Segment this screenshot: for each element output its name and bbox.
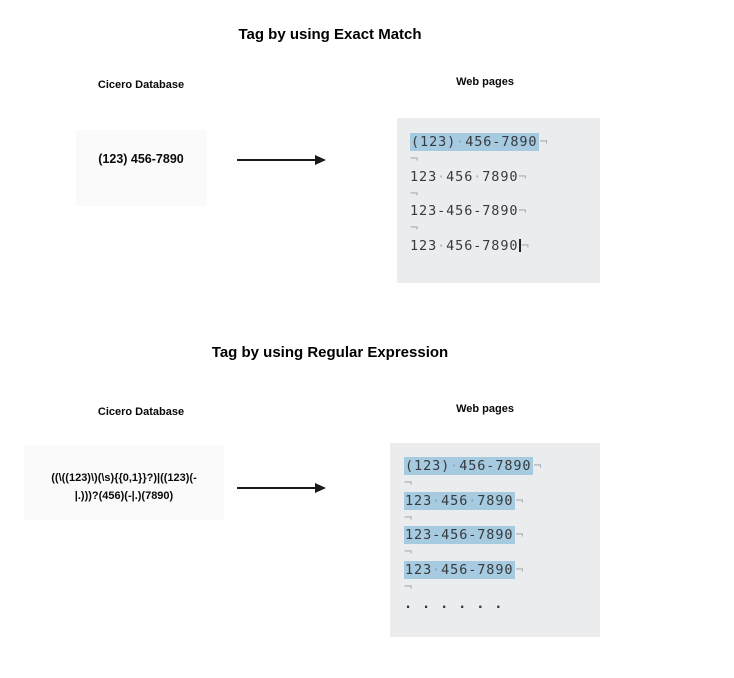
phone-number: 123-456-7890 <box>410 203 519 220</box>
code-line: (123)·456-7890¬ <box>404 457 600 475</box>
code-line: ¬ <box>404 579 600 596</box>
linebreak-marker: ¬ <box>515 561 525 578</box>
code-line: (123)·456-7890¬ <box>410 133 600 151</box>
code-line: ¬ <box>410 151 600 168</box>
arrow-head-icon <box>315 483 326 493</box>
linebreak-marker: ¬ <box>515 527 525 544</box>
arrow-head-icon <box>315 155 326 165</box>
code-line: 123-456-7890¬ <box>410 203 600 220</box>
space-marker: · <box>473 168 483 185</box>
code-line: 123-456-7890¬ <box>404 526 600 545</box>
linebreak-marker: ¬ <box>515 492 525 509</box>
panel2-source-box <box>24 445 224 520</box>
linebreak-marker: ¬ <box>518 168 528 185</box>
phone-number-highlighted: 123-456-7890 <box>404 526 516 545</box>
regex-line-2: |.)))?(456)(-|.)(7890) <box>74 490 174 502</box>
code-line: 123·456·7890¬ <box>410 169 600 186</box>
regex-line-1: ((\((123)\)(\s){{0,1}}?)|((123)(- <box>51 472 197 484</box>
arrow-icon <box>237 159 316 161</box>
linebreak-marker: ¬ <box>518 203 528 220</box>
panel1-source-label: Cicero Database <box>97 79 185 91</box>
space-marker: · <box>432 492 442 509</box>
code-line: ¬ <box>404 544 600 561</box>
panel2-source-label: Cicero Database <box>97 406 185 418</box>
space-marker: · <box>468 492 478 509</box>
linebreak-marker: ¬ <box>410 151 420 168</box>
code-line: 123·456-7890¬ <box>410 238 600 255</box>
phone-number-highlighted: (123)·456-7890 <box>410 133 540 151</box>
space-marker: · <box>450 458 460 474</box>
linebreak-marker: ¬ <box>404 579 414 596</box>
phone-number: 123·456·7890 <box>410 168 519 185</box>
linebreak-marker: ¬ <box>404 475 414 492</box>
space-marker: · <box>437 168 447 185</box>
space-marker: · <box>432 561 442 578</box>
space-marker: · <box>456 134 466 150</box>
panel1-title: Tag by using Exact Match <box>238 26 422 43</box>
linebreak-marker: ¬ <box>404 544 414 561</box>
ellipsis-dots: . . . . . . <box>404 596 504 613</box>
linebreak-marker: ¬ <box>410 220 420 237</box>
panel2-web-pages-editor: (123)·456-7890¬¬123·456·7890¬¬123-456-78… <box>390 443 600 637</box>
linebreak-marker: ¬ <box>539 134 549 150</box>
phone-number-highlighted: (123)·456-7890 <box>404 457 534 475</box>
text-cursor <box>519 238 521 252</box>
code-line: ¬ <box>404 510 600 527</box>
phone-number-highlighted: 123·456-7890 <box>404 560 516 579</box>
linebreak-marker: ¬ <box>404 509 414 526</box>
panel1-source-box <box>76 130 207 206</box>
panel2-title: Tag by using Regular Expression <box>211 344 449 361</box>
linebreak-marker: ¬ <box>520 237 530 254</box>
pan2-target-label: Web pages <box>456 403 514 415</box>
linebreak-marker: ¬ <box>533 458 543 474</box>
linebreak-marker: ¬ <box>410 185 420 202</box>
code-line: 123·456-7890¬ <box>404 560 600 579</box>
code-line: ¬ <box>410 220 600 237</box>
arrow-icon <box>237 487 316 489</box>
code-line: ¬ <box>404 475 600 492</box>
panel1-target-label: Web pages <box>456 76 514 88</box>
code-line: . . . . . . <box>404 596 600 613</box>
phone-number: 123·456-7890 <box>410 237 519 254</box>
panel2-regex-text: ((\((123)\)(\s){{0,1}}?)|((123)(- |.)))?… <box>24 469 224 505</box>
phone-number-highlighted: 123·456·7890 <box>404 491 516 510</box>
panel1-source-text: (123) 456-7890 <box>98 152 184 166</box>
panel1-web-pages-editor: (123)·456-7890¬¬123·456·7890¬¬123-456-78… <box>397 118 600 283</box>
code-line: ¬ <box>410 186 600 203</box>
code-line: 123·456·7890¬ <box>404 491 600 510</box>
space-marker: · <box>437 237 447 254</box>
